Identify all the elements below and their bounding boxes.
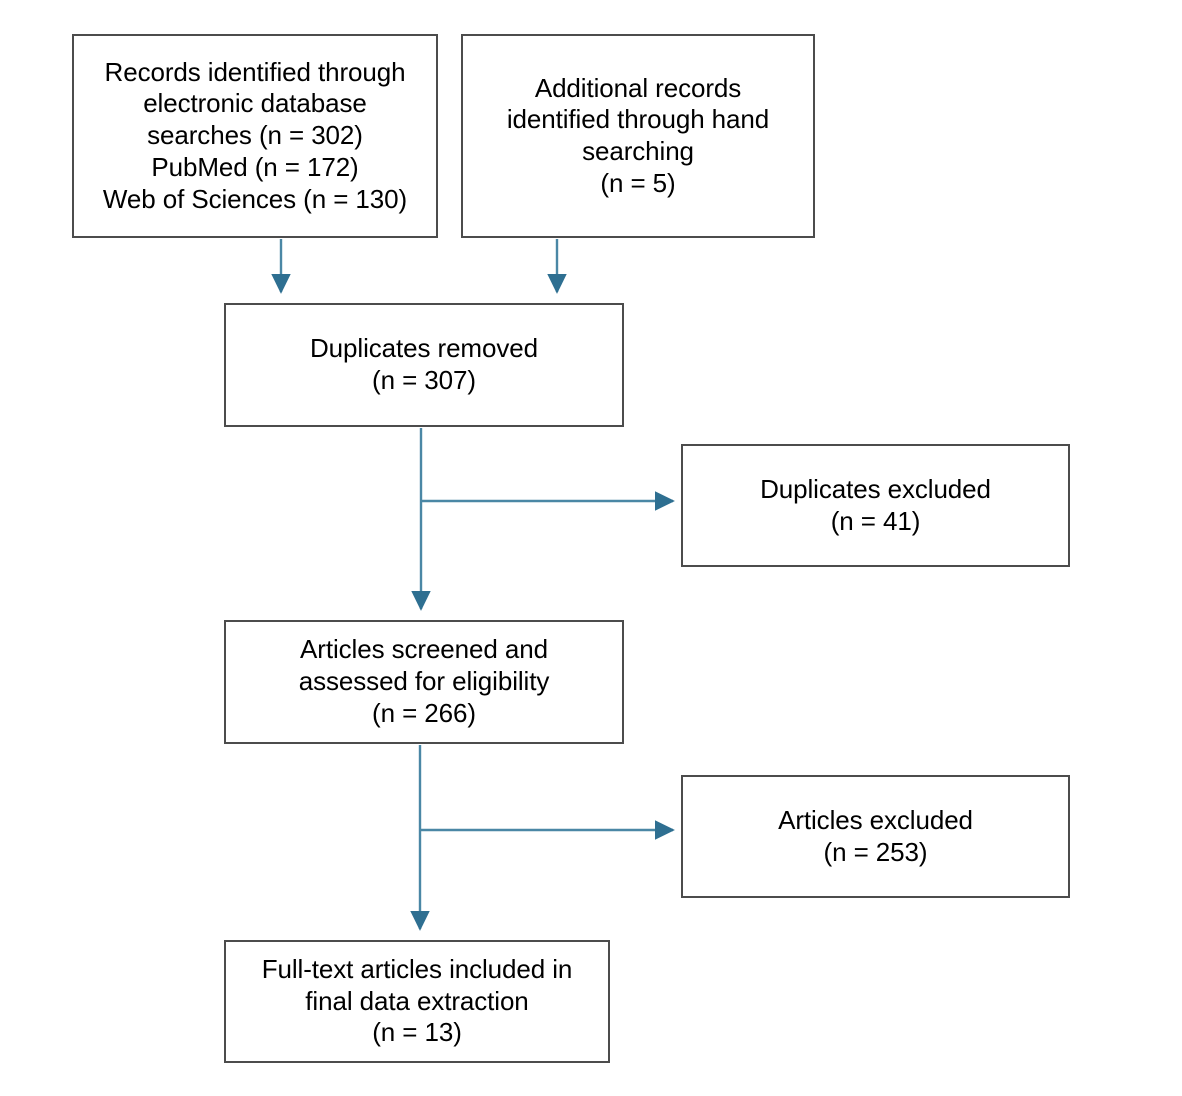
duplicates-removed-box: Duplicates removed (n = 307) bbox=[224, 303, 624, 427]
articles-excluded-box: Articles excluded (n = 253) bbox=[681, 775, 1070, 898]
fulltext-included-box: Full-text articles included in final dat… bbox=[224, 940, 610, 1063]
additional-records-box: Additional records identified through ha… bbox=[461, 34, 815, 238]
duplicates-excluded-box: Duplicates excluded (n = 41) bbox=[681, 444, 1070, 567]
records-identified-box: Records identified through electronic da… bbox=[72, 34, 438, 238]
articles-screened-box: Articles screened and assessed for eligi… bbox=[224, 620, 624, 744]
